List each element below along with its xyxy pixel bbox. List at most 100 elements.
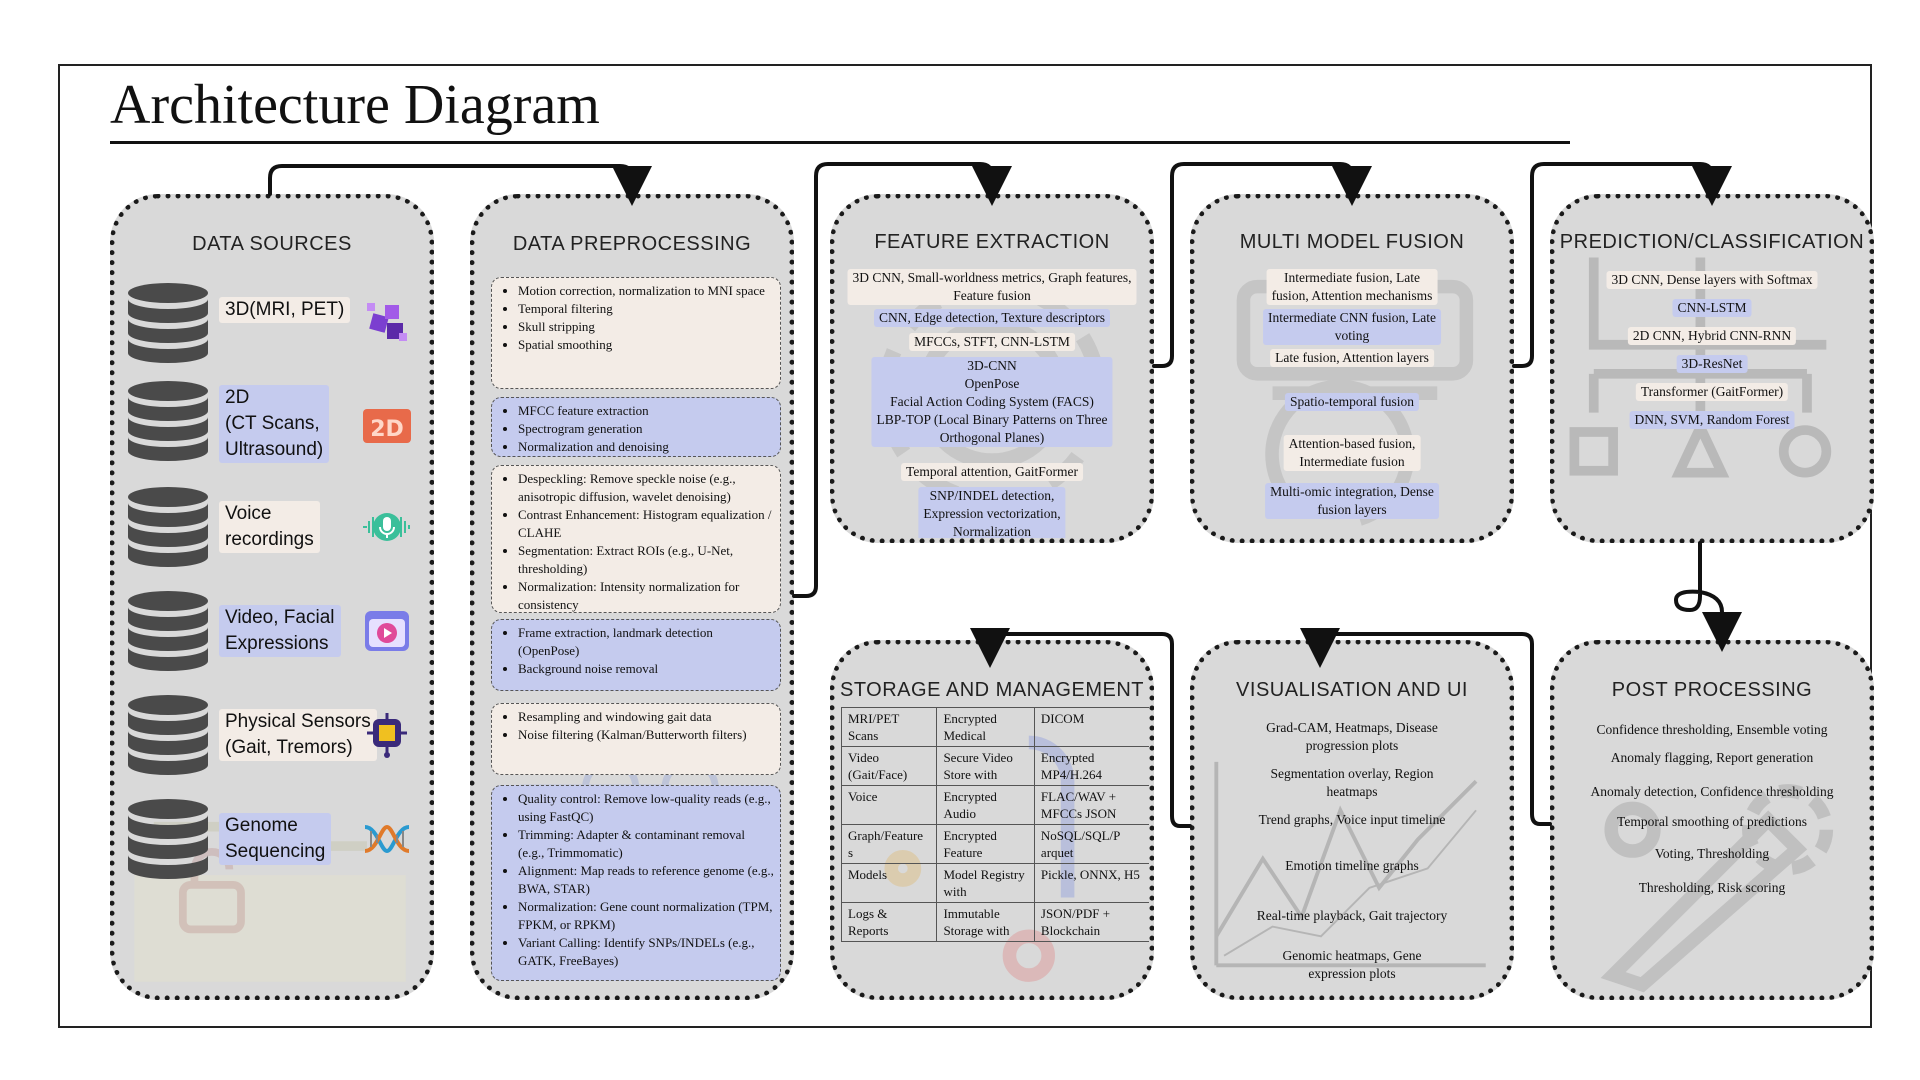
label-line: Voice	[225, 503, 272, 524]
method-label: 3D CNN, Small-worldness metrics, Graph f…	[847, 269, 1137, 305]
method-label: DNN, SVM, Random Forest	[1629, 411, 1795, 429]
storage-cell: Graph/Feature s	[840, 824, 938, 864]
panel-title: VISUALISATION AND UI	[1236, 679, 1468, 701]
method-line: Feature fusion	[953, 288, 1031, 303]
microphone-waveform-icon	[361, 501, 413, 553]
label-line: 3D(MRI, PET)	[225, 299, 345, 320]
preprocessing-list: Resampling and windowing gait dataNoise …	[500, 708, 774, 744]
method-label: Attention-based fusion,Intermediate fusi…	[1283, 435, 1421, 471]
label-line: recordings	[225, 529, 314, 550]
method-label: MFCCs, STFT, CNN-LSTM	[909, 333, 1075, 351]
method-line: SNP/INDEL detection,	[929, 488, 1055, 503]
panel-multi-model-fusion: MULTI MODEL FUSION Intermediate fusion, …	[1190, 194, 1514, 543]
visualisation-line: progression plots	[1305, 738, 1399, 753]
sensor-chip-icon	[361, 709, 413, 761]
method-line: Intermediate fusion	[1299, 454, 1405, 469]
data-source-label: Voice recordings	[219, 501, 320, 553]
post-processing-item: Temporal smoothing of predictions	[1617, 814, 1807, 829]
preprocessing-step: Frame extraction, landmark detection (Op…	[518, 624, 774, 660]
preprocessing-step: Skull stripping	[518, 318, 774, 336]
preprocessing-list: Motion correction, normalization to MNI …	[500, 282, 774, 354]
preprocessing-step: Alignment: Map reads to reference genome…	[518, 862, 774, 898]
panel-post-processing: POST PROCESSING Confidence thresholding,…	[1550, 640, 1874, 1000]
database-icon	[123, 795, 213, 885]
visualisation-item: Emotion timeline graphs	[1205, 857, 1499, 875]
method-line: 3D-CNN	[967, 358, 1017, 373]
label-line: (CT Scans,	[225, 413, 320, 434]
panel-title: MULTI MODEL FUSION	[1239, 231, 1465, 253]
method-line: Late fusion, Attention layers	[1275, 350, 1429, 365]
method-label: CNN-LSTM	[1672, 299, 1752, 317]
method-line: CNN, Edge detection, Texture descriptors	[879, 310, 1105, 325]
method-label: Transformer (GaitFormer)	[1635, 383, 1789, 401]
visualisation-line: Real-time playback, Gait trajectory	[1256, 908, 1448, 923]
preprocessing-step: Temporal filtering	[518, 300, 774, 318]
database-icon	[123, 691, 213, 781]
method-label: SNP/INDEL detection,Expression vectoriza…	[918, 487, 1066, 538]
visualisation-line: heatmaps	[1326, 784, 1378, 799]
post-processing-item: Thresholding, Risk scoring	[1638, 880, 1786, 895]
panel-title: DATA SOURCES	[192, 233, 352, 255]
method-line: Multi-omic integration, Dense	[1270, 484, 1434, 499]
post-processing-item: Confidence thresholding, Ensemble voting	[1596, 722, 1828, 737]
preprocessing-step: Despeckling: Remove speckle noise (e.g.,…	[518, 470, 774, 506]
title-underline	[110, 141, 1570, 144]
panel-visualisation-ui: VISUALISATION AND UI Grad-CAM, Heatmaps,…	[1190, 640, 1514, 1000]
method-line: Orthogonal Planes)	[939, 430, 1045, 445]
preprocessing-list: Quality control: Remove low-quality read…	[500, 790, 774, 970]
storage-cell: Encrypted MP4/H.264	[1033, 746, 1149, 786]
storage-cell: Immutable Storage with	[936, 902, 1035, 942]
preprocessing-box: Motion correction, normalization to MNI …	[491, 277, 781, 389]
preprocessing-step: Variant Calling: Identify SNPs/INDELs (e…	[518, 934, 774, 970]
preprocessing-step: Normalization: Gene count normalization …	[518, 898, 774, 934]
method-line: 3D-ResNet	[1681, 356, 1743, 371]
method-label: 3D-ResNet	[1676, 355, 1748, 373]
storage-cell: Encrypted Feature	[936, 824, 1035, 864]
method-line: voting	[1334, 328, 1370, 343]
method-label: 3D CNN, Dense layers with Softmax	[1606, 271, 1818, 289]
method-label: 2D CNN, Hybrid CNN-RNN	[1627, 327, 1797, 345]
visualisation-line: Grad-CAM, Heatmaps, Disease	[1266, 720, 1438, 735]
preprocessing-box: Quality control: Remove low-quality read…	[491, 785, 781, 981]
page-title: Architecture Diagram	[110, 74, 600, 136]
visualisation-item: Grad-CAM, Heatmaps, Disease progression p…	[1205, 719, 1499, 755]
method-line: MFCCs, STFT, CNN-LSTM	[914, 334, 1070, 349]
storage-cell: Encrypted Medical	[936, 707, 1035, 747]
panel-data-sources: DATA SOURCES 3D(MRI, PET)2D(CT Scans,Ult…	[110, 194, 434, 1000]
method-label: Late fusion, Attention layers	[1270, 349, 1434, 367]
2d-badge-icon: 2D	[361, 399, 413, 451]
dna-helix-icon	[361, 813, 413, 865]
method-line: Facial Action Coding System (FACS)	[890, 394, 1094, 409]
database-icon	[123, 483, 213, 573]
method-line: CNN-LSTM	[1677, 300, 1747, 315]
data-source-item: 3D(MRI, PET)	[123, 279, 413, 369]
panel-title: POST PROCESSING	[1611, 679, 1813, 701]
visualisation-item: Trend graphs, Voice input timeline	[1205, 811, 1499, 829]
preprocessing-box: MFCC feature extractionSpectrogram gener…	[491, 397, 781, 457]
preprocessing-box: Frame extraction, landmark detection (Op…	[491, 619, 781, 691]
visualisation-line: Trend graphs, Voice input timeline	[1258, 812, 1446, 827]
data-source-label: 3D(MRI, PET)	[219, 297, 351, 323]
preprocessing-step: Motion correction, normalization to MNI …	[518, 282, 774, 300]
method-label: CNN, Edge detection, Texture descriptors	[874, 309, 1110, 327]
label-line: 2D	[225, 387, 250, 408]
label-line: Physical Sensors	[225, 711, 371, 732]
post-processing-item: Anomaly flagging, Report generation	[1610, 750, 1814, 765]
database-icon	[123, 377, 213, 467]
preprocessing-list: Despeckling: Remove speckle noise (e.g.,…	[500, 470, 774, 614]
label-line: Genome	[225, 815, 298, 836]
preprocessing-box: Resampling and windowing gait dataNoise …	[491, 703, 781, 775]
data-source-item: Voice recordings	[123, 483, 413, 573]
storage-cell: MRI/PET Scans	[840, 707, 938, 747]
visualisation-line: Emotion timeline graphs	[1285, 858, 1419, 873]
data-source-label: 2D(CT Scans,Ultrasound)	[219, 385, 330, 463]
